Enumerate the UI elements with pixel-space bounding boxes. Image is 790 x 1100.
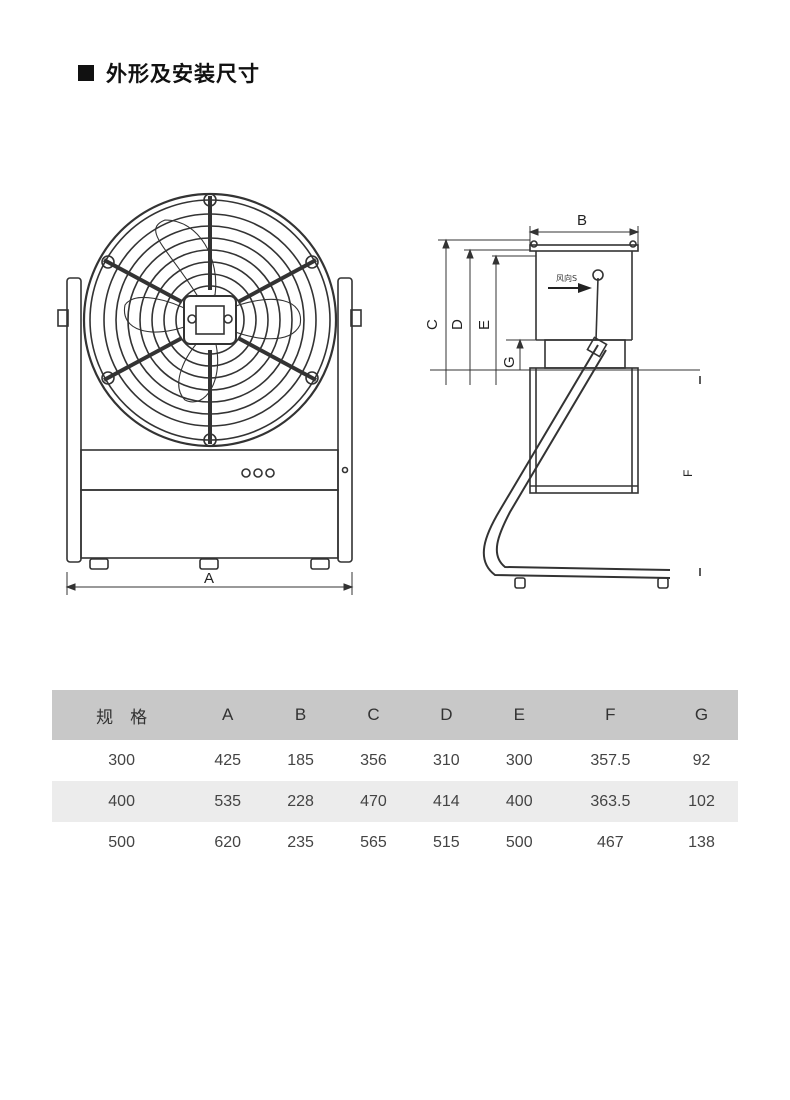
cell: 500 (505, 833, 533, 851)
cell: 400 (482, 781, 556, 822)
cell: 414 (409, 781, 483, 822)
right-stand-post (337, 277, 353, 563)
foot (310, 558, 330, 570)
foot (199, 558, 219, 570)
cell: 300 (108, 751, 135, 769)
button-icon (265, 468, 275, 478)
front-view (57, 192, 362, 570)
cell: 357.5 (590, 751, 631, 769)
cell: 300 (505, 751, 533, 769)
cell: 356 (360, 751, 387, 769)
cell: 535 (191, 781, 265, 822)
cell: 235 (287, 833, 314, 851)
cell: 425 (214, 751, 242, 769)
header-cell: E (482, 690, 556, 740)
table-row: 300 425 185 356 310 300 357.5 92 (52, 740, 738, 781)
header-cell: B (264, 690, 338, 740)
title-square-icon (78, 65, 94, 81)
header-cell: G (665, 690, 738, 740)
button-icon (241, 468, 251, 478)
cell: 363.5 (555, 781, 666, 822)
dim-g-label: G (501, 356, 518, 368)
section-title-text: 外形及安装尺寸 (106, 62, 260, 86)
base-box (80, 489, 339, 559)
dim-e-label: E (476, 320, 493, 330)
dim-d-label: D (449, 319, 466, 330)
cell: 228 (264, 781, 338, 822)
cell: 467 (597, 833, 624, 851)
header-cell: 规 格 (52, 690, 192, 740)
foot (89, 558, 109, 570)
header-cell: A (191, 690, 265, 740)
cell: 620 (214, 833, 242, 851)
table-row: 500 620 235 565 515 500 467 138 (52, 822, 738, 863)
cell: 470 (337, 781, 410, 822)
section-title: 外形及安装尺寸 (78, 58, 260, 88)
cell: 138 (688, 833, 715, 851)
left-stand-post (66, 277, 82, 563)
cell: 92 (692, 751, 711, 769)
fan-dimension-drawing: A 风向S (57, 192, 701, 595)
side-view (482, 240, 701, 589)
left-knob (57, 309, 69, 327)
control-panel (80, 449, 339, 491)
spec-table: 规 格 A B C D E F G 300 425 185 356 310 30… (52, 690, 738, 863)
wind-arrow (548, 283, 592, 293)
table-row: 400 535 228 470 414 400 363.5 102 (52, 781, 738, 822)
wind-direction-label: 风向S (556, 273, 577, 283)
dim-f-label: F (681, 470, 695, 477)
cell: 400 (52, 781, 192, 822)
header-cell: C (337, 690, 410, 740)
header-cell: D (409, 690, 483, 740)
cell: 102 (665, 781, 738, 822)
right-knob (350, 309, 362, 327)
cell: 565 (360, 833, 387, 851)
header-cell: F (555, 690, 666, 740)
dim-a-label: A (204, 570, 214, 587)
cell: 185 (287, 751, 314, 769)
dim-b-label: B (577, 212, 587, 229)
dim-c-label: C (424, 319, 441, 330)
vertical-dims (430, 226, 700, 385)
indicator-icon (341, 466, 349, 474)
dim-a (65, 572, 354, 595)
table-header-row: 规 格 A B C D E F G (52, 690, 738, 740)
cell: 500 (108, 833, 135, 851)
button-icon (253, 468, 263, 478)
cell: 515 (433, 833, 460, 851)
cell: 310 (433, 751, 460, 769)
